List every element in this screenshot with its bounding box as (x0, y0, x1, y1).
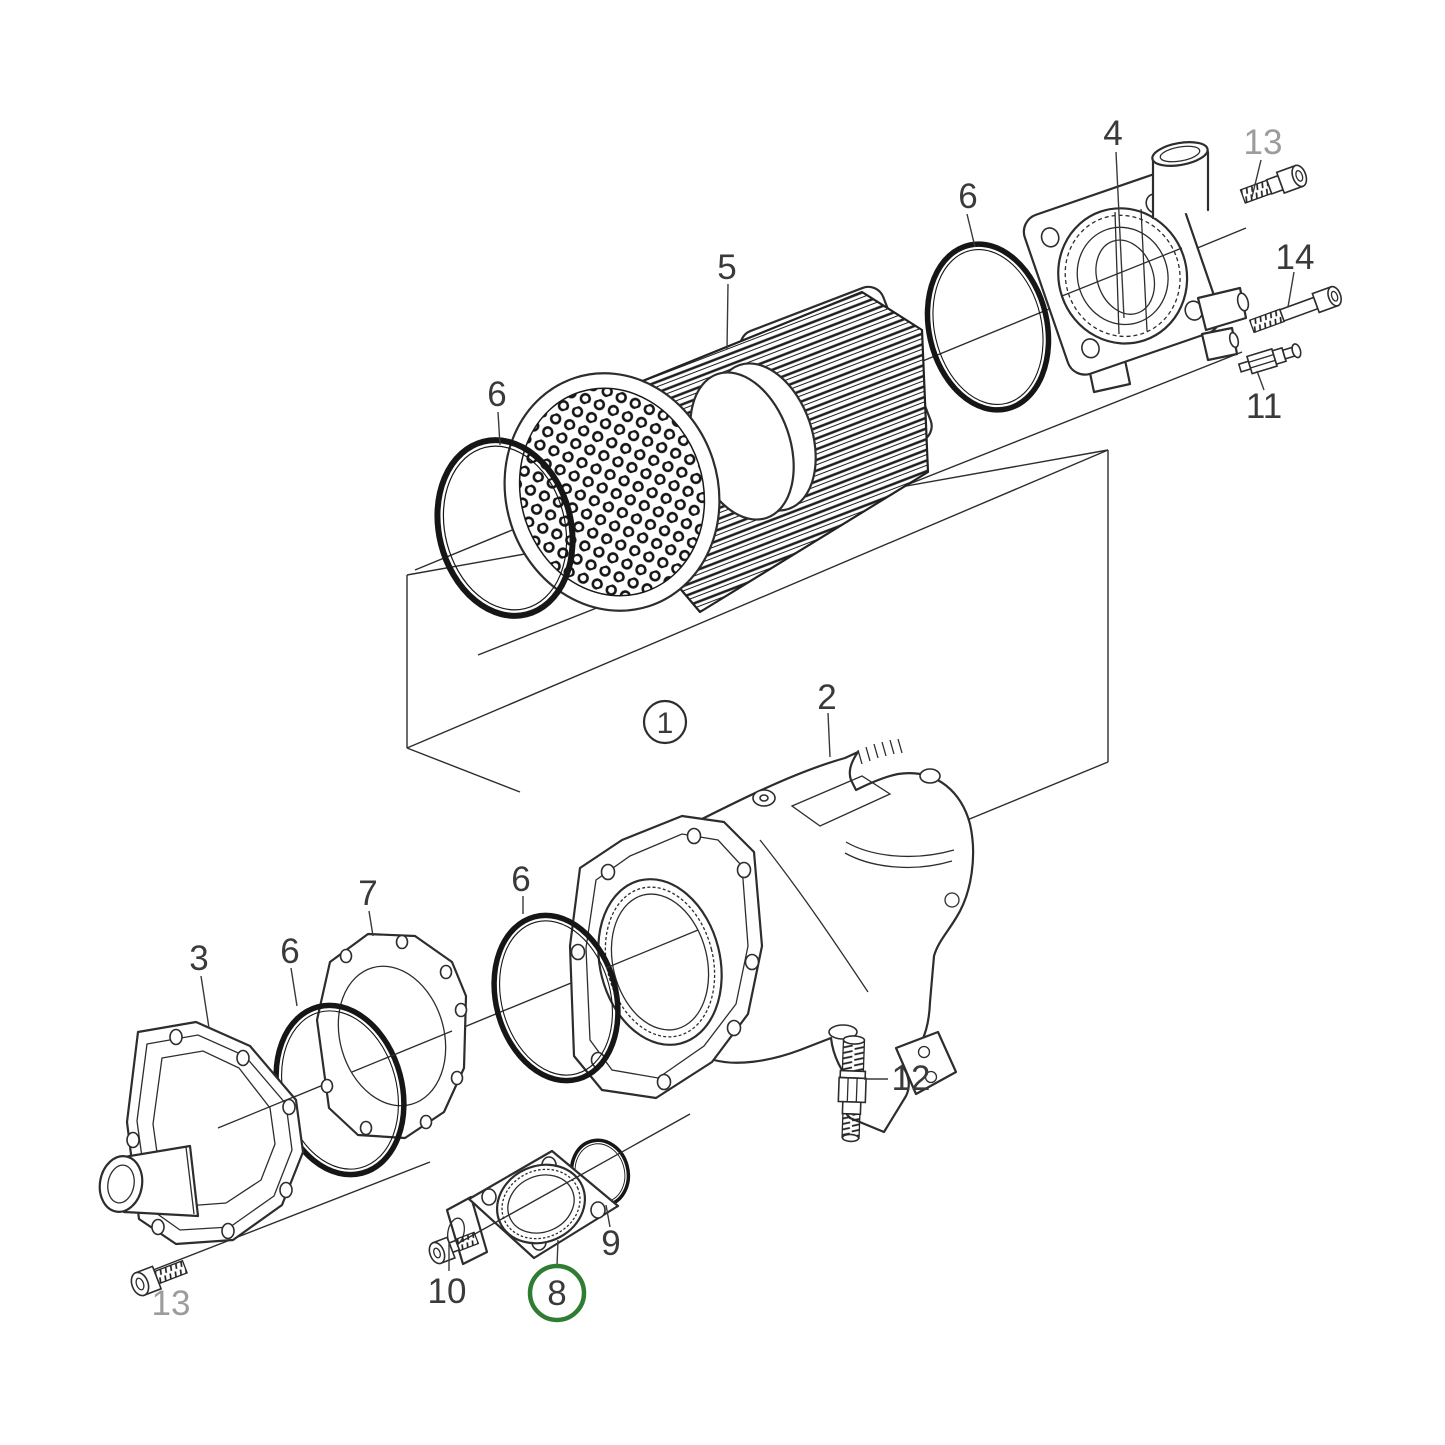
callout-4: 4 (1103, 114, 1122, 153)
callout-13-lower: 13 (152, 1284, 191, 1323)
leader-lines (200, 151, 1295, 1271)
callout-6-lower-left: 6 (280, 932, 299, 971)
callout-labels: 1 2 3 4 5 6 6 6 6 7 8 9 10 11 12 13 13 1… (152, 114, 1315, 1323)
kit-callout-circle (642, 699, 688, 745)
part-11-fitting (1237, 343, 1302, 375)
callout-6-upper-left: 6 (487, 375, 506, 414)
tube-sheet-face (503, 372, 721, 612)
part-6-oring-upper-right (924, 241, 1052, 413)
callout-13-upper: 13 (1244, 123, 1283, 162)
part-7-gasket (315, 932, 468, 1140)
part-6-oring-lower-middle (491, 912, 621, 1084)
part-3-end-cover (98, 1020, 305, 1246)
part-5-core (503, 285, 933, 614)
callout-7: 7 (358, 874, 377, 913)
callout-6-lower-middle: 6 (511, 860, 530, 899)
part-10-bolt (428, 1231, 480, 1265)
callout-5: 5 (717, 248, 736, 287)
housing-bore (597, 878, 723, 1046)
callout-14: 14 (1276, 238, 1315, 277)
callout-2: 2 (817, 678, 836, 717)
part-13-bolt-upper (1239, 164, 1308, 204)
part-12-fitting (837, 1035, 867, 1143)
part-2-housing (568, 738, 975, 1134)
part-6-oring-upper-left (434, 437, 576, 619)
callout-11: 11 (1246, 387, 1282, 426)
insertion-line-8 (447, 1113, 691, 1250)
part-13-bolt-lower (130, 1259, 188, 1297)
callout-12: 12 (892, 1059, 931, 1098)
flange-bolt-holes (570, 827, 760, 1091)
callout-1: 1 (657, 707, 674, 740)
callout-10: 10 (428, 1272, 467, 1311)
gasket-bolt-holes (320, 934, 468, 1136)
callout-6-upper-right: 6 (958, 177, 977, 216)
cover-bolt-holes (126, 1028, 296, 1240)
callout-3: 3 (189, 939, 208, 978)
callout-8-highlighted: 8 (547, 1274, 566, 1313)
callout-9: 9 (601, 1224, 620, 1263)
hose-end-serration (857, 738, 903, 765)
highlight-circle-part-8 (527, 1263, 587, 1323)
part-4-end-cap (1022, 141, 1250, 394)
part-14-bolt (1248, 285, 1342, 334)
